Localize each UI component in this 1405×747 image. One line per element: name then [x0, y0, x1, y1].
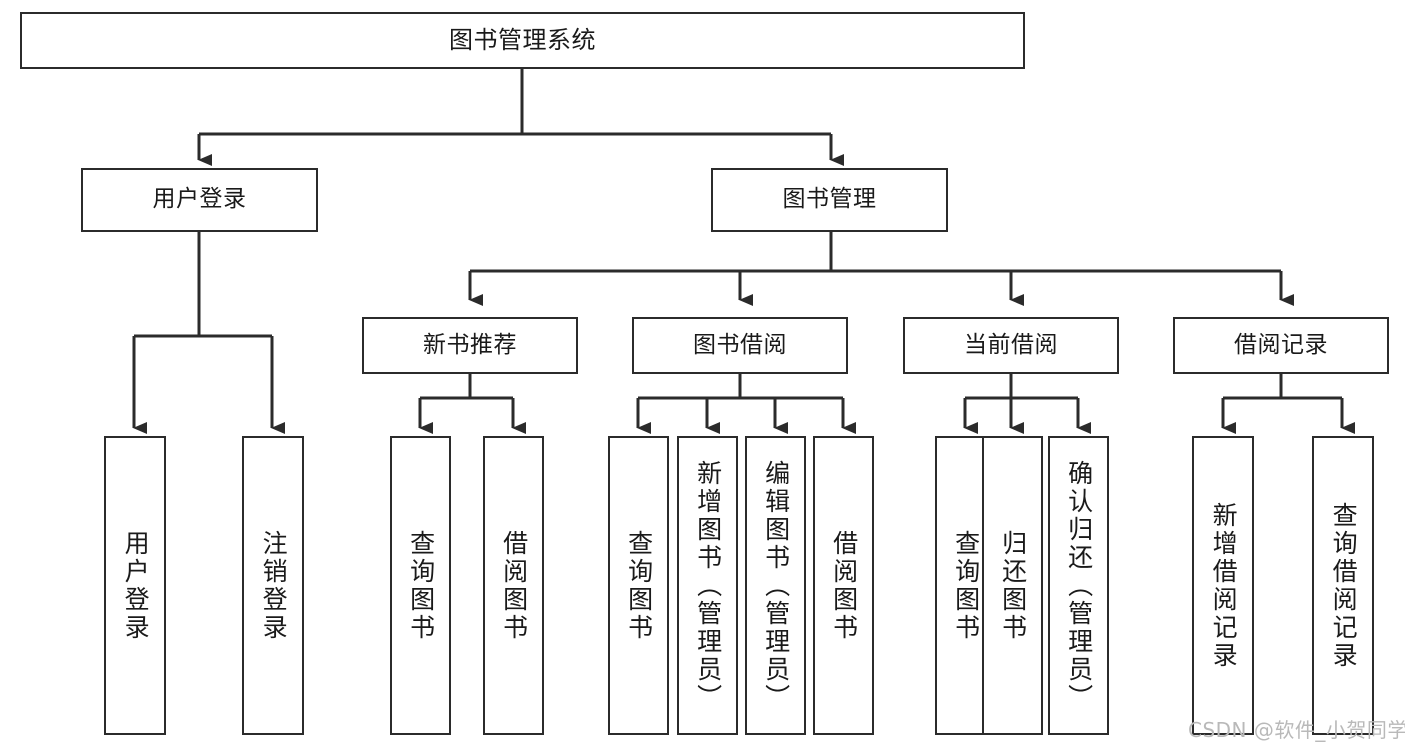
- node-label: 确认归还（管理员）: [1064, 459, 1094, 712]
- watermark-credit: CSDN @软件_小贺同学: [1188, 718, 1405, 742]
- node-label: 图书借阅: [693, 331, 787, 358]
- node-book-management[interactable]: 图书管理: [711, 168, 948, 232]
- node-book-borrow[interactable]: 图书借阅: [632, 317, 848, 374]
- node-label: 图书管理系统: [449, 26, 596, 55]
- node-label: 用户登录: [152, 186, 247, 213]
- node-new-book-recommend[interactable]: 新书推荐: [362, 317, 578, 374]
- node-leaf-query-book-borrow[interactable]: 查询图书: [608, 436, 669, 735]
- node-label: 注销登录: [259, 529, 289, 642]
- node-label: 图书管理: [782, 186, 877, 213]
- node-label: 借阅图书: [499, 529, 529, 642]
- node-label: 编辑图书（管理员）: [761, 459, 791, 712]
- node-leaf-confirm-return-admin[interactable]: 确认归还（管理员）: [1048, 436, 1109, 735]
- node-leaf-query-book-new[interactable]: 查询图书: [390, 436, 451, 735]
- node-label: 查询图书: [951, 529, 981, 642]
- node-label: 借阅记录: [1234, 331, 1328, 358]
- node-leaf-query-borrow-record[interactable]: 查询借阅记录: [1312, 436, 1374, 735]
- node-label: 新书推荐: [423, 331, 517, 358]
- node-leaf-logout[interactable]: 注销登录: [242, 436, 304, 735]
- node-leaf-user-login[interactable]: 用户登录: [104, 436, 166, 735]
- node-leaf-borrow-book[interactable]: 借阅图书: [813, 436, 874, 735]
- node-leaf-return-book[interactable]: 归还图书: [982, 436, 1043, 735]
- node-label: 当前借阅: [964, 331, 1058, 358]
- node-label: 借阅图书: [829, 529, 859, 642]
- node-leaf-add-borrow-record[interactable]: 新增借阅记录: [1192, 436, 1254, 735]
- node-label: 查询图书: [624, 529, 654, 642]
- node-label: 新增借阅记录: [1209, 501, 1239, 670]
- node-root-system[interactable]: 图书管理系统: [20, 12, 1025, 69]
- node-borrow-records[interactable]: 借阅记录: [1173, 317, 1389, 374]
- node-user-login[interactable]: 用户登录: [81, 168, 318, 232]
- node-label: 归还图书: [998, 529, 1028, 642]
- node-label: 查询图书: [406, 529, 436, 642]
- node-label: 用户登录: [121, 529, 151, 642]
- node-leaf-borrow-book-new[interactable]: 借阅图书: [483, 436, 544, 735]
- node-leaf-edit-book-admin[interactable]: 编辑图书（管理员）: [745, 436, 806, 735]
- node-current-borrow[interactable]: 当前借阅: [903, 317, 1119, 374]
- node-label: 查询借阅记录: [1329, 501, 1359, 670]
- node-label: 新增图书（管理员）: [693, 459, 723, 712]
- node-leaf-add-book-admin[interactable]: 新增图书（管理员）: [677, 436, 738, 735]
